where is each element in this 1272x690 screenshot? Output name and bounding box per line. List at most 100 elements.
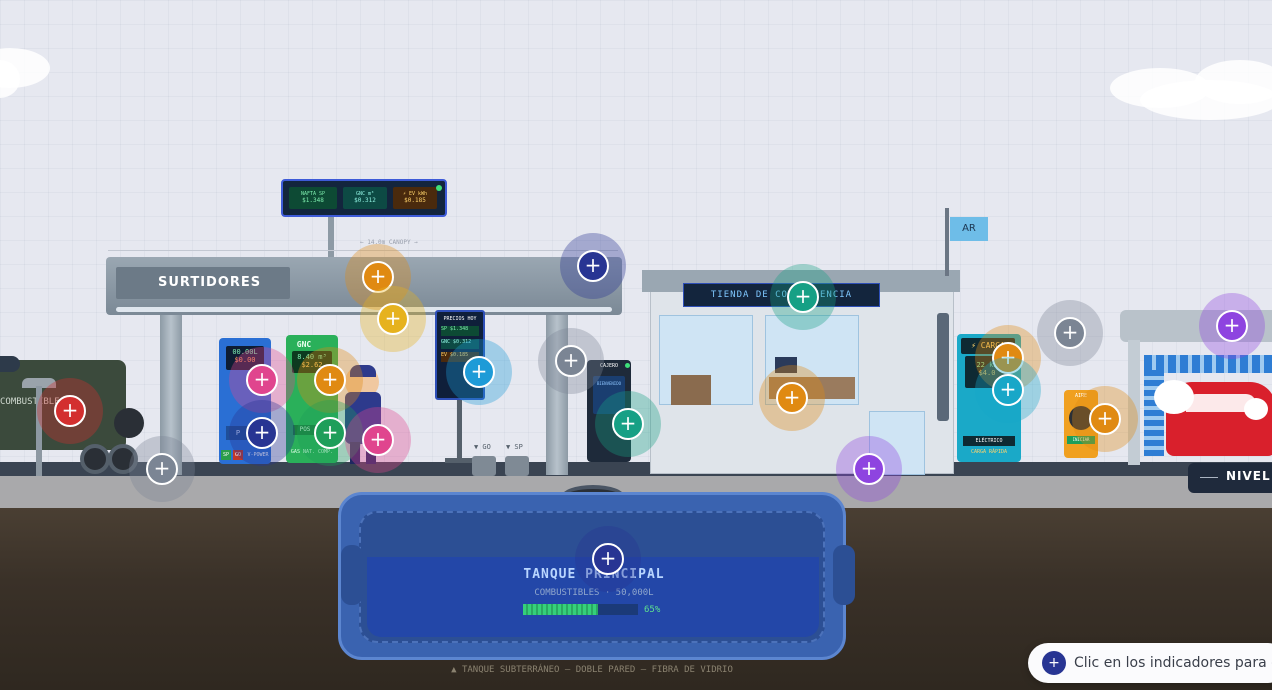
hotspot-canopy-3-button[interactable]: + xyxy=(577,250,609,282)
hotspot-totem-button[interactable]: + xyxy=(463,356,495,388)
price-board-pole xyxy=(328,214,334,260)
hotspot-attendant-button[interactable]: + xyxy=(362,424,394,456)
canopy-title: SURTIDORES xyxy=(158,275,262,290)
tank-subtitle: COMBUSTIBLES · 50,000L xyxy=(534,588,654,598)
hotspot-pump-fuel-screen-button[interactable]: + xyxy=(246,364,278,396)
flag-pole xyxy=(945,208,949,276)
register-monitor xyxy=(775,357,797,373)
truck-label: COMBUSTIBLE xyxy=(0,397,60,407)
price-value: $0.312 xyxy=(354,197,376,204)
level-dash xyxy=(1200,477,1218,478)
tank-title: TANQUE PRINCIPAL xyxy=(523,567,665,582)
tank-level-fill xyxy=(523,604,598,615)
gnc-footer: GAS NAT. COMP. xyxy=(290,449,334,455)
level-button[interactable]: NIVEL xyxy=(1188,463,1272,493)
tank-liquid xyxy=(367,557,819,637)
tank-percent: 65% xyxy=(644,605,661,615)
cloud xyxy=(0,60,20,98)
bin-go-label: ▼ GO xyxy=(474,443,491,451)
carwash-roof xyxy=(1120,310,1272,342)
air-start-button[interactable]: INICIAR xyxy=(1067,436,1095,444)
hotspot-canopy-2-button[interactable]: + xyxy=(377,303,409,335)
tank-level-bar xyxy=(523,604,638,615)
price-gnc: GNC m³ $0.312 xyxy=(343,187,387,209)
gnc-amount: $2.62 xyxy=(301,361,323,369)
truck-vent xyxy=(22,378,56,388)
price-name: NAFTA SP xyxy=(300,191,326,197)
badge-vpower: V-POWER xyxy=(247,452,269,458)
hotspot-ev-2-button[interactable]: + xyxy=(992,374,1024,406)
totem-title: PRECIOS HOY xyxy=(443,316,477,322)
tank-caption: ▲ TANQUE SUBTERRÁNEO — DOBLE PARED — FIB… xyxy=(451,665,733,675)
badge-go: GO xyxy=(233,450,243,460)
hotspot-tank-button[interactable]: + xyxy=(592,543,624,575)
hotspot-air-button[interactable]: + xyxy=(1089,403,1121,435)
air-title: AIRE xyxy=(1074,393,1088,399)
gnc-volume: 8.40 m³ xyxy=(297,353,327,361)
hotspot-store-sign-button[interactable]: + xyxy=(787,281,819,313)
fuel-pump-label: P xyxy=(226,426,250,440)
canopy: SURTIDORES xyxy=(106,257,622,315)
ev-type: ELÉCTRICO xyxy=(963,436,1015,446)
tank-inner xyxy=(359,511,825,643)
carwash-brush xyxy=(1144,355,1272,373)
flag: AR xyxy=(950,217,988,241)
tank-end-cap xyxy=(833,545,855,605)
hotspot-pump-fuel-nozzle-button[interactable]: + xyxy=(246,417,278,449)
gnc-pos: POS xyxy=(293,425,317,435)
status-led xyxy=(436,185,442,191)
hotspot-atm-button[interactable]: + xyxy=(612,408,644,440)
sidewalk-curb xyxy=(0,462,1272,476)
hotspot-truck-button[interactable]: + xyxy=(54,395,86,427)
totem-pole xyxy=(457,400,462,462)
atm-title: CAJERO xyxy=(599,363,619,369)
hotspot-store-door-button[interactable]: + xyxy=(853,453,885,485)
bin-go xyxy=(472,456,496,476)
totem-row-price: $0.185 xyxy=(450,352,469,358)
store-side-panel xyxy=(937,313,949,421)
dimension-line xyxy=(108,250,618,251)
cloud xyxy=(1195,60,1272,104)
attendant-cap xyxy=(350,365,376,377)
totem-row-name: EV xyxy=(441,352,448,358)
car-windshield xyxy=(1186,394,1256,412)
truck-wheel xyxy=(114,408,144,438)
totem-row-name: SP xyxy=(441,326,448,332)
foam xyxy=(1154,380,1194,414)
hotspot-pump-gnc-base-button[interactable]: + xyxy=(314,417,346,449)
atm-screen-label: BIENVENIDO xyxy=(596,381,622,386)
ev-power: 22 kW xyxy=(976,361,998,369)
price-name: GNC m³ xyxy=(355,191,375,197)
canopy-dimension: ← 14.0m CANOPY → xyxy=(360,239,418,246)
canopy-column xyxy=(160,315,182,475)
totem-row-price: $0.312 xyxy=(453,339,472,345)
hotspot-pump-gnc-screen-button[interactable]: + xyxy=(314,364,346,396)
hotspot-ev-1-button[interactable]: + xyxy=(992,342,1024,374)
bin-sp-label: ▼ SP xyxy=(506,443,523,451)
sky-background xyxy=(0,0,1272,478)
fuel-amount: $0.00 xyxy=(234,356,256,364)
hotspot-carwash-button[interactable]: + xyxy=(1216,310,1248,342)
canopy-column xyxy=(546,315,568,475)
store-sign: TIENDA DE CONVENIENCIA xyxy=(683,283,880,307)
status-led xyxy=(625,363,630,368)
hotspot-column-button[interactable]: + xyxy=(555,345,587,377)
price-board: NAFTA SP $1.348 GNC m³ $0.312 ⚡ EV kWh $… xyxy=(281,179,447,217)
price-name: ⚡ EV kWh xyxy=(402,191,428,197)
totem-row-price: $1.348 xyxy=(450,326,469,332)
hotspot-canopy-1-button[interactable]: + xyxy=(362,261,394,293)
truck-cab xyxy=(0,356,20,372)
hotspot-truck-wheel-button[interactable]: + xyxy=(146,453,178,485)
price-nafta: NAFTA SP $1.348 xyxy=(289,187,337,209)
foam xyxy=(1244,398,1268,420)
truck-wheel xyxy=(108,444,138,474)
atm-screen: BIENVENIDO xyxy=(593,376,625,414)
gnc-title: GNC xyxy=(296,340,312,349)
truck-wheel xyxy=(80,444,110,474)
hotspot-sky-button[interactable]: + xyxy=(1054,317,1086,349)
hint-plus-icon: + xyxy=(1042,651,1066,675)
totem-base xyxy=(445,458,473,463)
price-value: $0.185 xyxy=(404,197,426,204)
hotspot-store-counter-button[interactable]: + xyxy=(776,382,808,414)
price-value: $1.348 xyxy=(302,197,324,204)
